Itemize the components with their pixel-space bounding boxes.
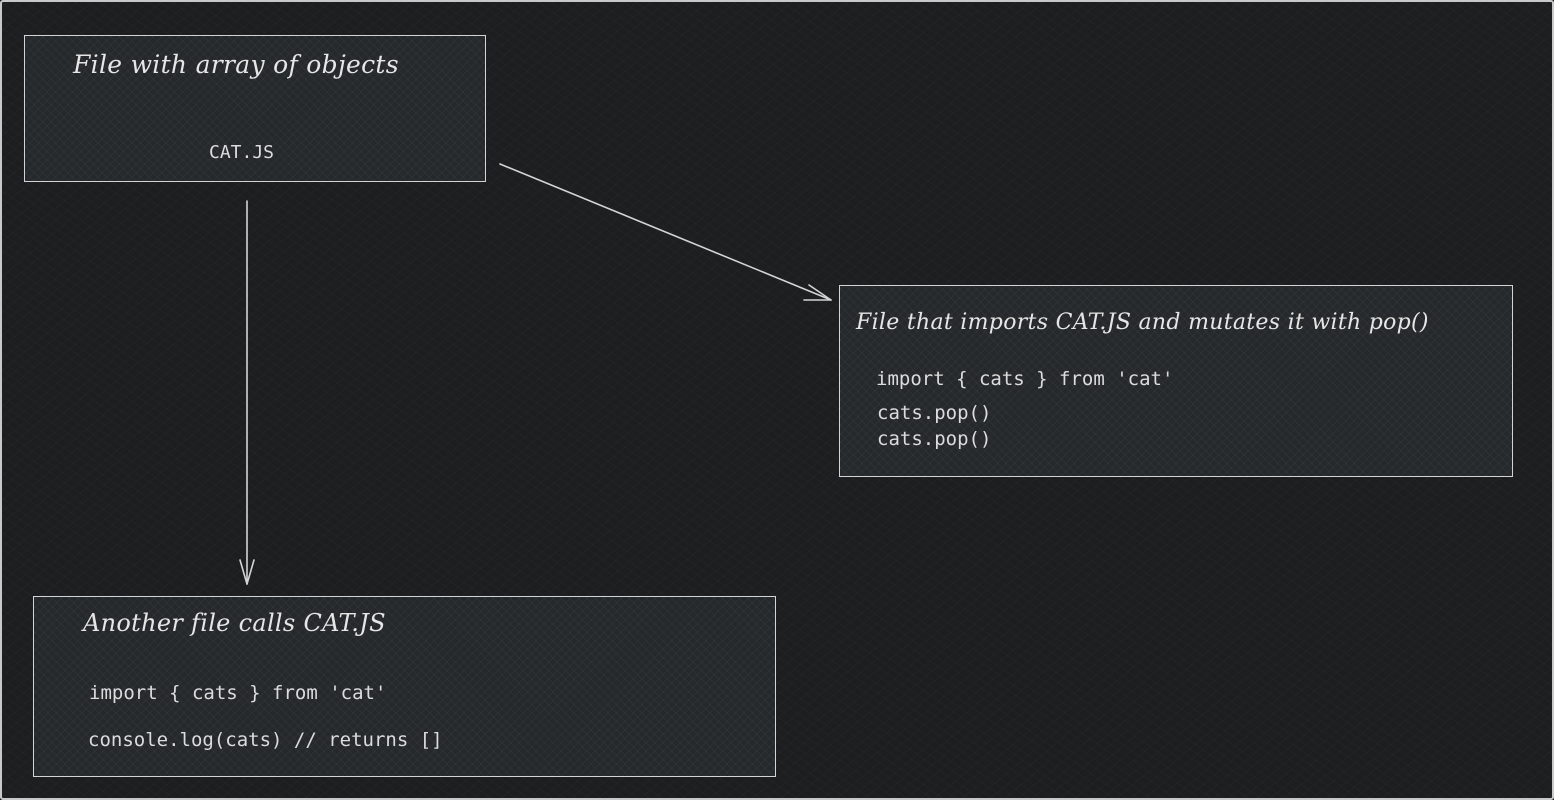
mutator-code-line: import { cats } from 'cat' <box>876 368 1174 390</box>
source-file-name: CAT.JS <box>209 142 275 163</box>
arrow-head-consumer <box>239 559 255 585</box>
consumer-file-box: Another file calls CAT.JS import { cats … <box>33 596 776 777</box>
mutator-file-box: File that imports CAT.JS and mutates it … <box>839 285 1513 477</box>
arrow-to-mutator <box>499 163 832 301</box>
source-file-box: File with array of objects CAT.JS <box>24 35 486 182</box>
consumer-code-line: import { cats } from 'cat' <box>89 682 387 704</box>
mutator-file-title: File that imports CAT.JS and mutates it … <box>856 310 1429 335</box>
mutator-code-line: cats.pop() <box>877 428 992 450</box>
source-file-title: File with array of objects <box>73 50 399 79</box>
consumer-code-line: console.log(cats) // returns [] <box>88 729 443 751</box>
consumer-file-title: Another file calls CAT.JS <box>83 609 386 637</box>
mutator-code-line: cats.pop() <box>877 402 992 424</box>
arrow-head-mutator <box>803 284 832 301</box>
